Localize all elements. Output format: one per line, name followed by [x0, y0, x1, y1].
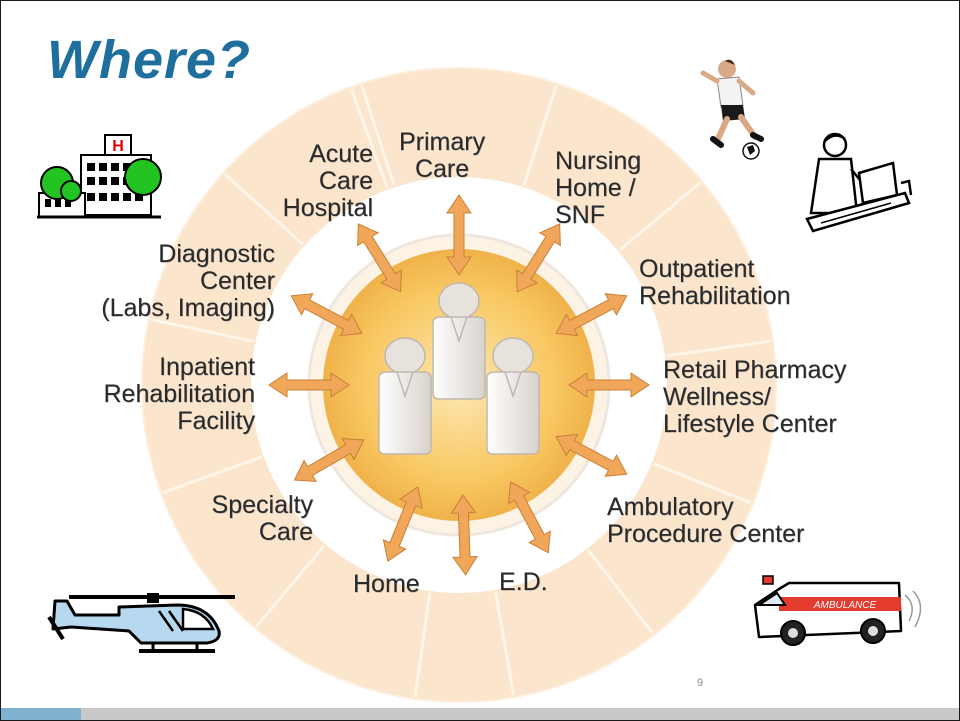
ring-divider: [666, 339, 772, 358]
clinician-group: [378, 282, 540, 455]
clinician-top: [432, 282, 486, 400]
outer-ring-edge: [141, 67, 777, 703]
footer-bar: [1, 708, 959, 720]
bidirectional-arrow: [568, 372, 650, 398]
ring-divider: [618, 181, 702, 252]
bidirectional-arrow: [450, 494, 478, 576]
ring-divider: [150, 318, 254, 343]
page-number: 9: [697, 677, 704, 689]
bidirectional-arrow: [446, 194, 472, 276]
ring-dividers: [150, 84, 772, 698]
bidirectional-arrow: [293, 438, 365, 482]
soccer-player-icon: [700, 59, 764, 160]
ring-divider: [360, 84, 396, 186]
ring-divider: [223, 173, 304, 246]
ring-divider: [349, 88, 389, 189]
label-ed: E.D.: [499, 568, 548, 596]
bidirectional-arrow: [290, 293, 363, 337]
bidirectional-arrow: [555, 433, 628, 477]
ring-divider: [653, 462, 752, 505]
ambulance-icon: AMBULANCE: [753, 575, 922, 646]
bidirectional-arrow: [507, 481, 551, 554]
outer-ring: [142, 68, 776, 702]
label-home: Home: [353, 570, 420, 598]
ring-divider: [162, 455, 263, 495]
svg-text:AMBULANCE: AMBULANCE: [813, 600, 877, 611]
office-worker-icon: [805, 132, 913, 233]
arrows: [268, 194, 650, 576]
bidirectional-arrow: [516, 223, 561, 293]
ring-divider: [413, 592, 432, 698]
clinician-left: [378, 337, 432, 455]
ring-divider: [587, 549, 655, 635]
ring-divider: [255, 544, 326, 628]
ring-divider: [493, 591, 516, 696]
bidirectional-arrow: [382, 486, 423, 563]
helicopter-icon: [47, 593, 235, 653]
svg-text:H: H: [112, 138, 124, 155]
bidirectional-arrow: [357, 223, 402, 293]
bidirectional-arrow: [555, 293, 628, 337]
hospital-icon: H: [37, 134, 162, 219]
clinician-right: [486, 337, 540, 455]
footer-accent: [1, 708, 81, 720]
ring-divider: [522, 84, 558, 186]
slide-title: Where?: [47, 30, 252, 90]
bidirectional-arrow: [268, 372, 350, 398]
